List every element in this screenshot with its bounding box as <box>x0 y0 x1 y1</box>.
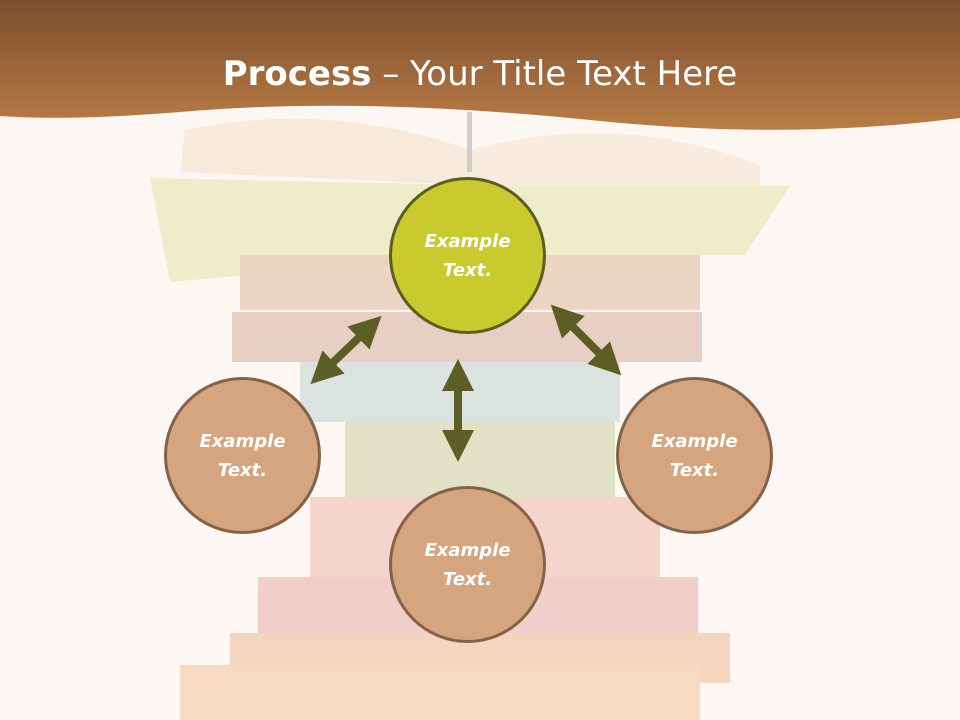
center-node-text: Example Text. <box>424 230 511 281</box>
arrow-center-left <box>310 315 382 385</box>
right-node-text: Example Text. <box>651 430 738 481</box>
header-band <box>0 0 960 130</box>
bottom-node-text: Example Text. <box>424 539 511 590</box>
right-node: Example Text. <box>616 377 773 534</box>
title-rest: – Your Title Text Here <box>371 54 738 94</box>
arrow-center-right <box>550 304 622 376</box>
slide-title: Process – Your Title Text Here <box>0 52 960 96</box>
left-node: Example Text. <box>164 377 321 534</box>
left-node-text: Example Text. <box>199 430 286 481</box>
bottom-node: Example Text. <box>389 486 546 643</box>
center-node: Example Text. <box>389 177 546 334</box>
title-bold: Process <box>222 54 372 94</box>
